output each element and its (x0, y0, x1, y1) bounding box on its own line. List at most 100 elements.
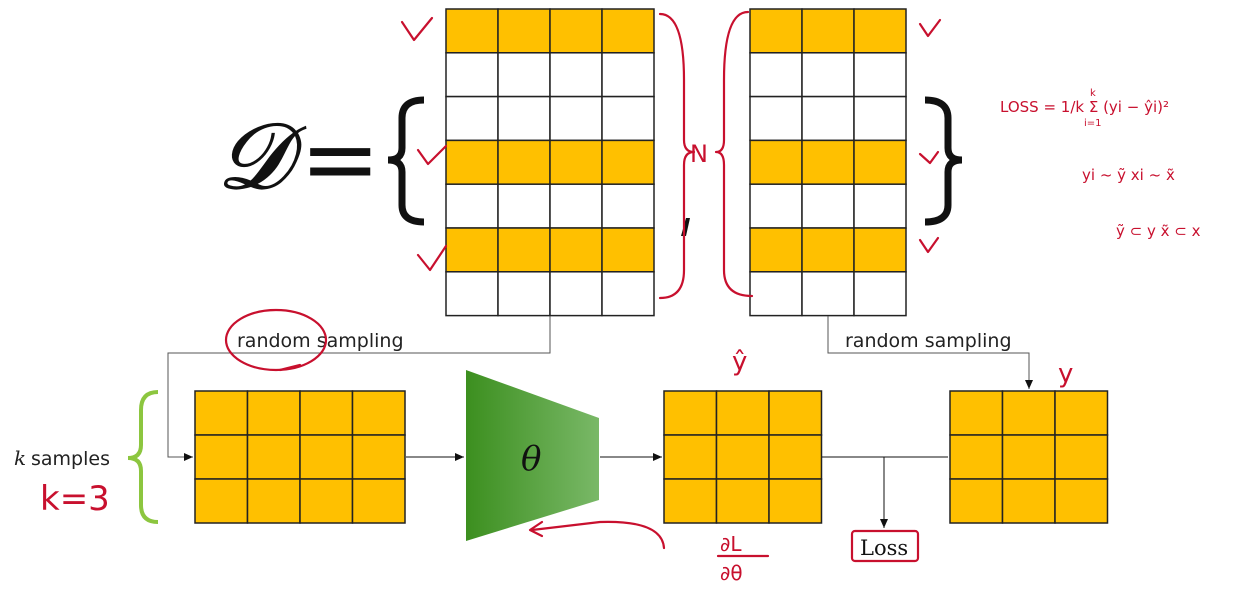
samples-green-brace (127, 390, 159, 524)
y-annotation: y (1058, 359, 1073, 389)
sampling-connector-right (827, 316, 1033, 389)
feature-matrix-cell (549, 52, 603, 98)
k-equals-3-annotation: k=3 (40, 479, 110, 519)
model-trapezoid (466, 370, 599, 541)
feature-matrix-cell (601, 8, 655, 54)
target-matrix-cell (801, 183, 855, 229)
target-matrix-cell (749, 227, 803, 273)
batch-x-cell (351, 434, 406, 480)
feature-matrix-cell (445, 183, 499, 229)
sampling-relation: yi ~ ỹ xi ~ x̃ (1082, 166, 1175, 184)
feature-matrix-cell (601, 271, 655, 317)
feature-matrix-cell (497, 139, 551, 185)
batch-x-cell (299, 434, 354, 480)
prediction-cell (768, 390, 823, 436)
target-matrix-cell (853, 95, 907, 142)
prediction-cell (663, 478, 718, 524)
handwritten-annotations (224, 10, 942, 563)
feature-matrix-cell (549, 139, 603, 185)
gradient-arrow (530, 520, 666, 550)
prediction-cell (768, 434, 823, 480)
feature-matrix-cell (497, 52, 551, 98)
equals-sign: = (300, 103, 380, 215)
feature-matrix-cell (549, 8, 603, 54)
check-mark-row4-left (416, 144, 448, 166)
target-matrix-cell (801, 8, 855, 54)
target-matrix-cell (853, 139, 907, 185)
samples-label: samples (31, 448, 110, 470)
target-matrix-cell (749, 271, 803, 317)
batch-y-cell (1054, 434, 1109, 480)
feature-matrix-cell (601, 52, 655, 98)
circle-around-random (224, 308, 328, 372)
check-mark-row1-left (400, 16, 434, 42)
batch-y-cell (1001, 434, 1056, 480)
target-matrix-cell (749, 95, 803, 142)
batch-y-cell (1001, 478, 1056, 524)
target-matrix-y (749, 8, 907, 317)
k-label: k (14, 446, 26, 470)
check-mark-row6-left (416, 244, 448, 272)
batch-y-cell (1054, 478, 1109, 524)
feature-matrix-cell (445, 227, 499, 273)
feature-matrix-cell (445, 271, 499, 317)
feature-matrix-cell (549, 227, 603, 273)
target-matrix-cell (801, 95, 855, 142)
random-sampling-label-left: random sampling (237, 330, 404, 352)
comma (681, 218, 690, 236)
batch-y-cell (1001, 390, 1056, 436)
prediction-cell (663, 390, 718, 436)
batch-x-cell (194, 390, 249, 436)
loss-label: Loss (860, 536, 908, 560)
batch-x-cell (194, 478, 249, 524)
target-matrix-cell (853, 52, 907, 98)
right-set-brace (924, 96, 963, 226)
target-matrix-cell (801, 139, 855, 185)
feature-matrix-cell (497, 271, 551, 317)
sum-upper-limit: k (1090, 88, 1096, 99)
feature-matrix-cell (497, 8, 551, 54)
gradient-arrowhead (528, 520, 544, 538)
batch-x-cell (351, 478, 406, 524)
target-matrix-cell (801, 271, 855, 317)
check-mark-row1-right (918, 18, 942, 38)
target-matrix-cell (801, 52, 855, 98)
random-sampling-label-right: random sampling (845, 330, 1012, 352)
prediction-cell (768, 478, 823, 524)
dl-numerator: ∂L (720, 532, 742, 556)
target-matrix-cell (853, 183, 907, 229)
target-matrix-cell (749, 139, 803, 185)
feature-matrix-cell (445, 52, 499, 98)
prediction-cell (663, 434, 718, 480)
feature-matrix-cell (601, 227, 655, 273)
target-matrix-cell (853, 8, 907, 54)
batch-y-cell (949, 434, 1004, 480)
batch-x-cell (194, 434, 249, 480)
target-matrix-cell (853, 227, 907, 273)
feature-matrix-cell (549, 271, 603, 317)
dtheta-denominator: ∂θ (720, 561, 743, 585)
feature-matrix-cell (601, 139, 655, 185)
feature-matrix-cell (445, 95, 499, 142)
target-matrix-cell (749, 8, 803, 54)
batch-x-cell (351, 390, 406, 436)
target-matrix-cell (853, 271, 907, 317)
feature-matrix-cell (549, 183, 603, 229)
check-mark-row4-right (918, 150, 940, 165)
batch-x-cell (246, 390, 301, 436)
batch-x-cell (299, 390, 354, 436)
batch-x-grid (194, 390, 406, 524)
sampling-connector-left (167, 316, 551, 461)
batch-x-cell (246, 478, 301, 524)
prediction-cell (715, 434, 770, 480)
prediction-cell (715, 390, 770, 436)
circle-tail (278, 363, 302, 372)
feature-matrix-cell (445, 8, 499, 54)
left-set-brace (387, 96, 425, 226)
sum-lower-limit: i=1 (1084, 118, 1102, 129)
batch-y-grid (949, 390, 1109, 524)
n-brace-left (658, 12, 696, 300)
batch-y-cell (1054, 390, 1109, 436)
feature-matrix-cell (445, 139, 499, 185)
